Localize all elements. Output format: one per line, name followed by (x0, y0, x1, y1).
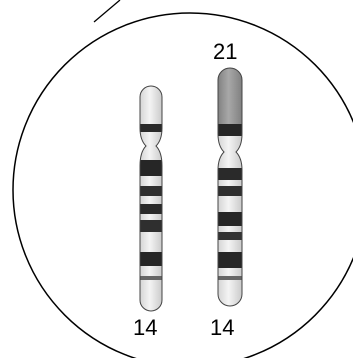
chromosome-21-14 (216, 66, 244, 308)
label-chromosome-14-right: 14 (210, 317, 234, 339)
magnified-circle (13, 13, 353, 358)
label-chromosome-14-left: 14 (133, 317, 157, 339)
pointer-line (94, 0, 120, 22)
chromosome-14 (138, 84, 164, 314)
label-chromosome-21: 21 (213, 41, 237, 63)
